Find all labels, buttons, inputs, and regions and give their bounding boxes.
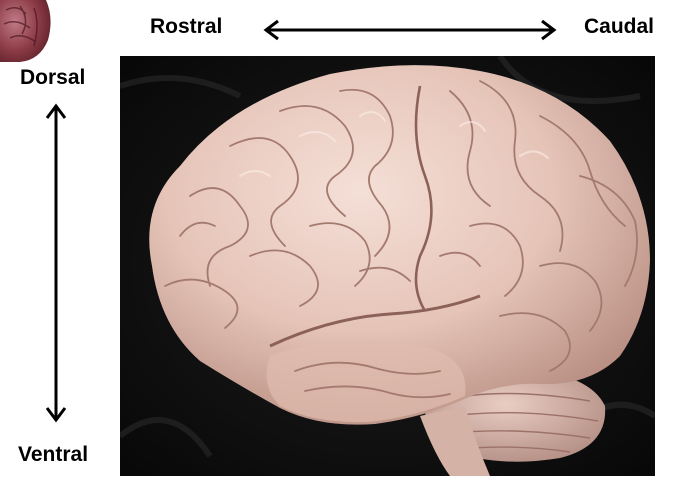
rostral-caudal-arrow	[263, 19, 557, 41]
dorsal-label: Dorsal	[20, 66, 86, 89]
caudal-label: Caudal	[584, 15, 655, 38]
thumbnail-brain-image	[0, 0, 52, 62]
ventral-label: Ventral	[18, 443, 89, 466]
rostral-label: Rostral	[150, 15, 223, 38]
dorsal-ventral-arrow	[45, 103, 67, 423]
brain-photograph	[120, 56, 655, 476]
